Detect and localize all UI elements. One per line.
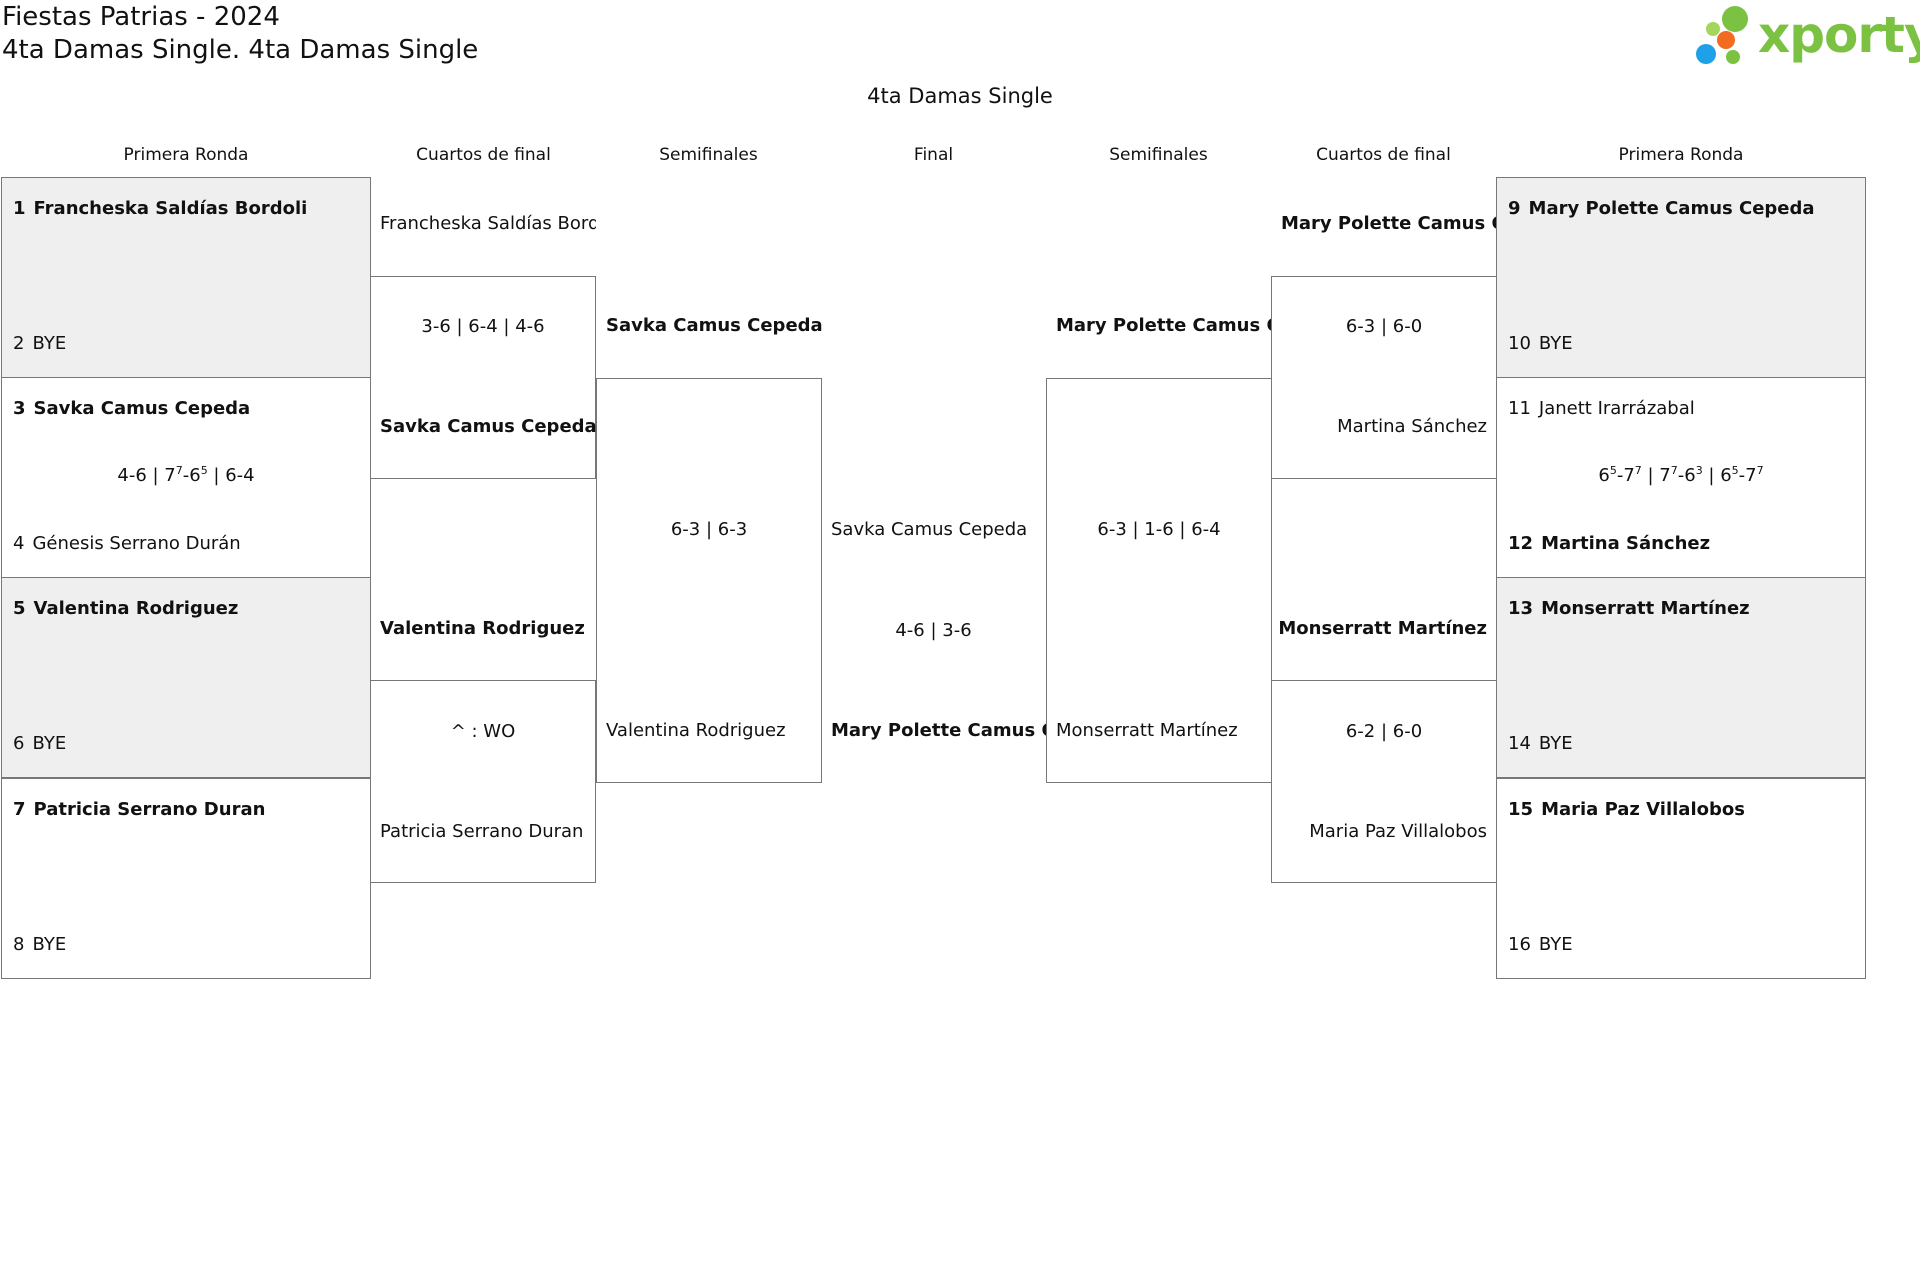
match-score: 4-6 | 77-65 | 6-4	[117, 464, 255, 486]
match-box-qf-right-2[interactable]	[1271, 680, 1497, 883]
qf-left-1-score: 3-6 | 6-4 | 4-6	[421, 316, 545, 337]
sf-left-score: 6-3 | 6-3	[670, 519, 748, 540]
qf-left-1-bottom-player: Savka Camus Cepeda	[380, 416, 596, 437]
match-box-qf-right-1[interactable]	[1271, 276, 1497, 479]
qf-right-2-top-player: Monserratt Martínez	[1278, 618, 1487, 639]
match-box-sf-left[interactable]	[596, 378, 822, 783]
logo-dot-lime	[1722, 6, 1748, 32]
round-label-left-qf: Cuartos de final	[416, 145, 551, 165]
qf-right-2-bottom-player: Maria Paz Villalobos	[1309, 821, 1487, 842]
final-bottom-player: Mary Polette Camus Cepeda	[831, 720, 1046, 741]
qf-right-2-score: 6-2 | 6-0	[1345, 721, 1423, 742]
qf-left-1-top-player: Francheska Saldías Bordoli	[380, 213, 596, 234]
sf-left-bottom-player: Valentina Rodriguez	[606, 720, 786, 741]
qf-right-1-bottom-player: Martina Sánchez	[1337, 416, 1487, 437]
round-label-right-sf: Semifinales	[1109, 145, 1208, 165]
sf-right-top-player: Mary Polette Camus Cepeda	[1056, 315, 1272, 336]
category-title: 4ta Damas Single. 4ta Damas Single	[2, 35, 479, 65]
round-label-final: Final	[913, 145, 954, 165]
final-top-player: Savka Camus Cepeda	[831, 519, 1028, 540]
xporty-logo[interactable]: xporty	[1692, 0, 1920, 70]
match-box-qf-left-2[interactable]	[370, 680, 596, 883]
round-label-right-r1: Primera Ronda	[1618, 145, 1744, 165]
sf-left-top-player: Savka Camus Cepeda	[606, 315, 822, 336]
qf-left-2-top-player: Valentina Rodriguez	[380, 618, 585, 639]
match-box-qf-left-1[interactable]	[370, 276, 596, 479]
tournament-title: Fiestas Patrias - 2024	[2, 2, 280, 32]
final-score: 4-6 | 3-6	[895, 620, 972, 641]
bracket-title: 4ta Damas Single	[867, 84, 1053, 108]
round-label-left-sf: Semifinales	[659, 145, 758, 165]
round-label-left-r1: Primera Ronda	[123, 145, 249, 165]
match-score: 65-77 | 77-63 | 65-77	[1598, 464, 1764, 486]
qf-left-2-score: ^ : WO	[450, 721, 516, 742]
match-box-sf-right[interactable]	[1046, 378, 1272, 783]
qf-right-1-score: 6-3 | 6-0	[1345, 316, 1423, 337]
round-label-right-qf: Cuartos de final	[1316, 145, 1451, 165]
logo-dot-green-small	[1706, 22, 1720, 36]
logo-dot-green-bottom	[1726, 50, 1740, 64]
logo-text: xporty	[1758, 6, 1920, 64]
logo-dot-blue	[1696, 44, 1716, 64]
sf-right-score: 6-3 | 1-6 | 6-4	[1097, 519, 1221, 540]
qf-left-2-bottom-player: Patricia Serrano Duran	[380, 821, 584, 842]
sf-right-bottom-player: Monserratt Martínez	[1056, 720, 1238, 741]
logo-dot-orange	[1717, 31, 1735, 49]
qf-right-1-top-player: Mary Polette Camus Cepeda	[1281, 213, 1497, 234]
